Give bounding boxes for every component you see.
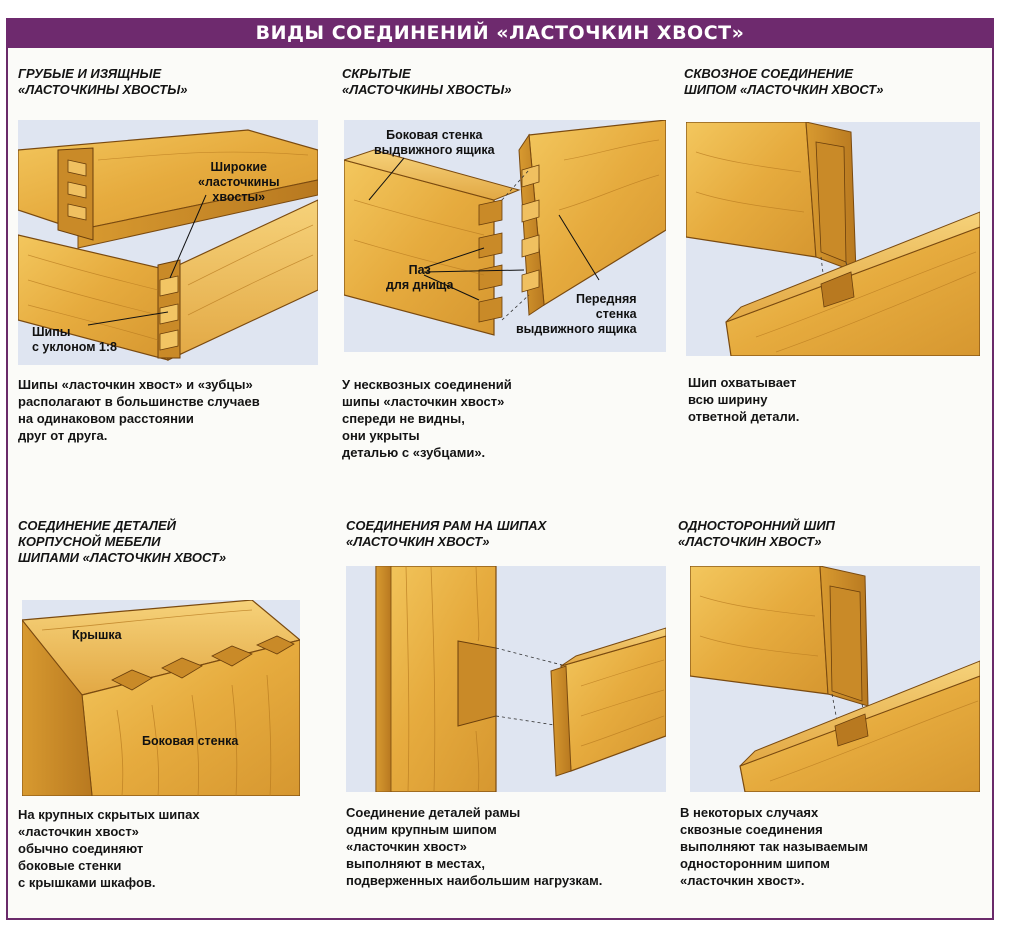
label-bottom-groove: Паз для днища <box>386 263 454 292</box>
label-side-wall: Боковая стенка выдвижного ящика <box>374 128 495 157</box>
label-lid: Крышка <box>72 628 122 642</box>
illustration-frame-joint <box>346 566 666 792</box>
caption-one-sided: В некоторых случаях сквозные соединения … <box>680 805 868 888</box>
section-title-cabinet: СОЕДИНЕНИЕ ДЕТАЛЕЙ КОРПУСНОЙ МЕБЕЛИ ШИПА… <box>18 518 227 565</box>
illustration-cabinet-joint: Крышка Боковая стенка <box>22 600 300 796</box>
caption-frames: Соединение деталей рамы одним крупным ши… <box>346 805 603 888</box>
section-title-hidden: СКРЫТЫЕ «ЛАСТОЧКИНЫ ХВОСТЫ» <box>342 66 512 97</box>
illustration-rough-fine-dovetails: Широкие «ласточкины хвосты» Шипы с уклон… <box>18 120 318 365</box>
illustration-through-dovetail <box>686 122 980 356</box>
label-front-wall: Передняя стенка выдвижного ящика <box>516 292 637 336</box>
illustration-hidden-dovetails: Боковая стенка выдвижного ящика Паз для … <box>344 120 666 352</box>
label-side-wall-cabinet: Боковая стенка <box>142 734 239 748</box>
caption-rough-fine: Шипы «ласточкин хвост» и «зубцы» распола… <box>18 377 260 443</box>
page-title: ВИДЫ СОЕДИНЕНИЙ «ЛАСТОЧКИН ХВОСТ» <box>6 18 994 48</box>
section-title-through: СКВОЗНОЕ СОЕДИНЕНИЕ ШИПОМ «ЛАСТОЧКИН ХВО… <box>684 66 884 97</box>
caption-hidden: У несквозных соединений шипы «ласточкин … <box>342 377 512 460</box>
label-pins-slope: Шипы с уклоном 1:8 <box>32 325 118 354</box>
section-title-frames: СОЕДИНЕНИЯ РАМ НА ШИПАХ «ЛАСТОЧКИН ХВОСТ… <box>346 518 547 549</box>
caption-through: Шип охватывает всю ширину ответной детал… <box>688 375 800 424</box>
label-wide-dovetails: Широкие «ласточкины хвосты» <box>198 160 280 204</box>
section-title-one-sided: ОДНОСТОРОННИЙ ШИП «ЛАСТОЧКИН ХВОСТ» <box>678 518 835 549</box>
section-title-rough-fine: ГРУБЫЕ И ИЗЯЩНЫЕ «ЛАСТОЧКИНЫ ХВОСТЫ» <box>18 66 188 97</box>
caption-cabinet: На крупных скрытых шипах «ласточкин хвос… <box>18 807 200 890</box>
illustration-one-sided-dovetail <box>690 566 980 792</box>
